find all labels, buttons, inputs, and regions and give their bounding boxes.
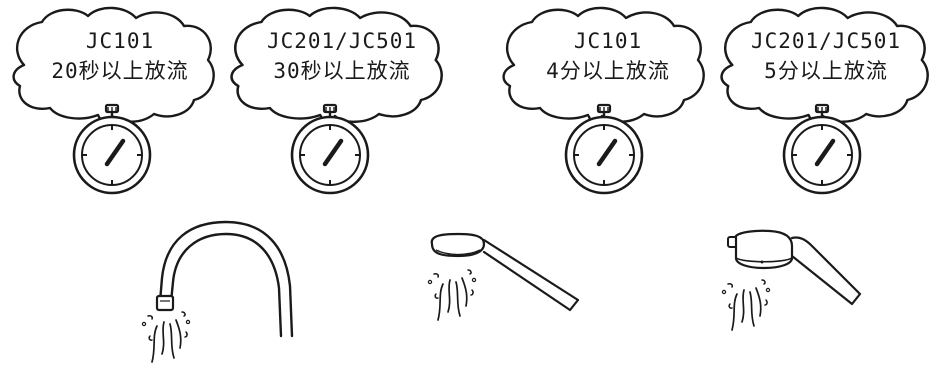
duration-label: 30秒以上放流: [273, 59, 411, 83]
bubble-caption-4: JC201/JC501 5分以上放流: [726, 26, 926, 86]
gooseneck-faucet: [155, 220, 294, 338]
bubble-caption-3: JC101 4分以上放流: [510, 26, 706, 86]
bubble-caption-1: JC101 20秒以上放流: [22, 26, 218, 86]
duration-label: 20秒以上放流: [51, 59, 189, 83]
shower-head-cartridge: [727, 229, 862, 306]
shower-head-slim: [430, 232, 580, 312]
model-label: JC101: [573, 29, 643, 53]
water-splash: [427, 269, 477, 321]
model-label: JC201/JC501: [266, 29, 418, 53]
bubble-caption-2: JC201/JC501 30秒以上放流: [236, 26, 448, 86]
water-splash: [721, 279, 771, 331]
duration-label: 4分以上放流: [546, 59, 670, 83]
model-label: JC101: [85, 29, 155, 53]
model-label: JC201/JC501: [750, 29, 902, 53]
water-splash: [141, 311, 191, 363]
duration-label: 5分以上放流: [764, 59, 888, 83]
